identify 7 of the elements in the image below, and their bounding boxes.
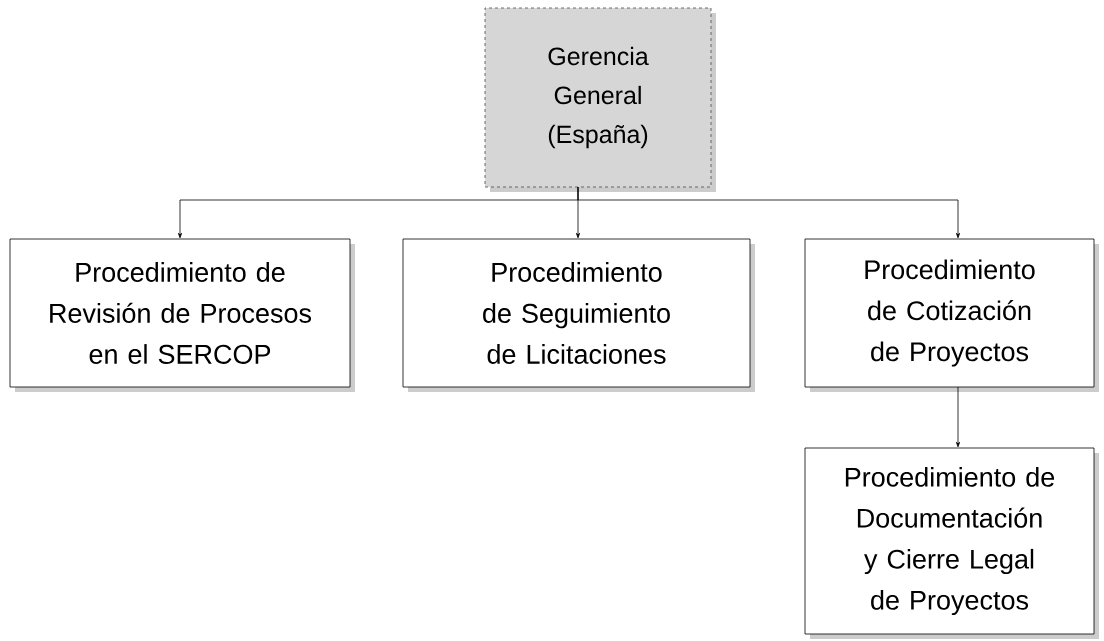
procedure-box: Procedimiento de Cotización de Proyectos [804,238,1099,392]
procedure-box: Procedimiento de Seguimiento de Licitaciones [402,238,755,392]
procedure-box: Procedimiento de Documentación y Cierre Legal de Proyectos [804,447,1099,639]
procedure-box: Procedimiento de Revisión de Procesos en el SERCOP [9,238,355,392]
manager-box: Gerencia General (España) [484,7,716,192]
arrow [956,386,960,448]
arrow [577,186,960,239]
